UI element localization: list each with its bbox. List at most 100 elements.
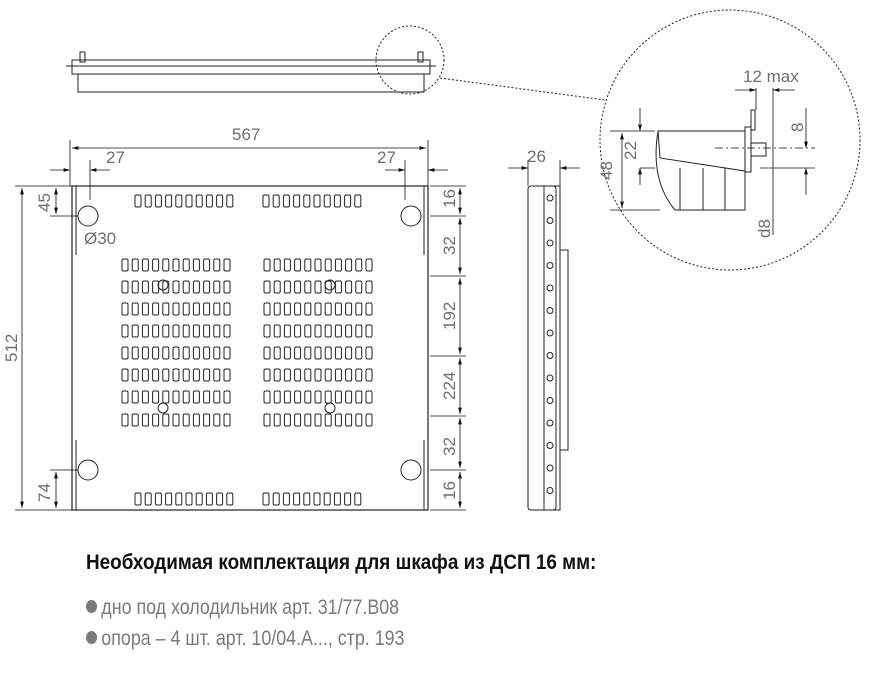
- vent-slot: [121, 280, 129, 294]
- vent-slot: [293, 492, 301, 506]
- vent-slot: [134, 492, 142, 506]
- vent-slot: [223, 390, 231, 404]
- vent-slot: [324, 324, 332, 338]
- requirement-text: опора – 4 шт. арт. 10/04.A..., стр. 193: [101, 627, 405, 650]
- vent-slot: [283, 324, 291, 338]
- vent-slot: [203, 302, 211, 316]
- vent-slot: [354, 492, 362, 506]
- dim-224: 224: [440, 372, 459, 400]
- vent-slot: [262, 194, 270, 208]
- fixing-hole: [324, 279, 336, 291]
- vent-slot: [365, 258, 373, 272]
- vent-slot: [345, 324, 353, 338]
- vent-slot: [162, 346, 170, 360]
- vent-slot: [182, 413, 190, 427]
- vent-slot: [334, 346, 342, 360]
- vent-slot: [263, 390, 271, 404]
- requirement-item: дно под холодильник арт. 31/77.B08: [86, 596, 399, 620]
- side-peg: [546, 374, 554, 382]
- vent-slot: [121, 368, 129, 382]
- vent-slot: [131, 368, 139, 382]
- vent-slot: [273, 302, 281, 316]
- vent-slot: [283, 413, 291, 427]
- vent-slot: [131, 258, 139, 272]
- vent-slot: [263, 368, 271, 382]
- vent-slot: [165, 492, 173, 506]
- top-view: [66, 51, 436, 93]
- vent-slot: [294, 390, 302, 404]
- vent-slot: [131, 413, 139, 427]
- vent-slot: [216, 492, 224, 506]
- vent-slot: [205, 194, 213, 208]
- vent-slot: [203, 368, 211, 382]
- vent-slot: [314, 258, 322, 272]
- vent-slot: [263, 258, 271, 272]
- vent-slot: [334, 280, 342, 294]
- requirement-item: опора – 4 шт. арт. 10/04.A..., стр. 193: [86, 627, 404, 651]
- vent-slot: [172, 258, 180, 272]
- vent-slot: [324, 302, 332, 316]
- dim-27-left: 27: [106, 148, 125, 167]
- vent-slot: [162, 413, 170, 427]
- side-peg: [546, 464, 554, 472]
- dim-567: 567: [232, 125, 260, 144]
- vent-slot: [223, 258, 231, 272]
- vent-slot: [262, 492, 270, 506]
- vent-slot: [226, 194, 234, 208]
- vent-slot: [121, 258, 129, 272]
- vent-slot: [345, 390, 353, 404]
- vent-slot: [263, 413, 271, 427]
- vent-slot: [345, 346, 353, 360]
- vent-slot: [192, 324, 200, 338]
- vent-slot: [152, 368, 160, 382]
- vent-slot: [324, 368, 332, 382]
- vent-slot: [273, 324, 281, 338]
- vent-slot: [314, 368, 322, 382]
- vent-slot: [345, 413, 353, 427]
- vent-slot: [141, 346, 149, 360]
- dim-32-top: 32: [440, 236, 459, 255]
- vent-slot: [192, 413, 200, 427]
- vent-slot: [272, 492, 280, 506]
- vent-slot: [213, 302, 221, 316]
- vent-slot: [141, 324, 149, 338]
- vent-slot: [152, 258, 160, 272]
- vent-slot: [213, 280, 221, 294]
- vent-slot: [172, 280, 180, 294]
- vent-slot: [182, 324, 190, 338]
- detail-dim-12max: 12 max: [743, 67, 799, 86]
- vent-slot: [172, 346, 180, 360]
- vent-slot: [294, 368, 302, 382]
- bullet-icon: [86, 600, 98, 613]
- vent-slot: [345, 258, 353, 272]
- vent-slot: [263, 324, 271, 338]
- vent-slot: [272, 194, 280, 208]
- vent-slot: [121, 324, 129, 338]
- vent-slot: [223, 280, 231, 294]
- side-peg: [546, 217, 554, 224]
- vent-slot: [182, 302, 190, 316]
- vent-slot: [355, 413, 363, 427]
- vent-slot: [323, 194, 331, 208]
- vent-slot: [282, 194, 290, 208]
- vent-slot: [192, 258, 200, 272]
- vent-slot: [304, 413, 312, 427]
- vent-slot: [192, 390, 200, 404]
- vent-slot: [334, 413, 342, 427]
- vent-slot: [314, 413, 322, 427]
- vent-slot: [141, 302, 149, 316]
- vent-slot: [192, 368, 200, 382]
- vent-slot: [365, 280, 373, 294]
- vent-slot: [213, 368, 221, 382]
- side-peg: [546, 419, 554, 427]
- front-view-plate: [71, 185, 429, 511]
- detail-dim-22: 22: [621, 141, 640, 160]
- vent-slot: [223, 346, 231, 360]
- vent-slot: [273, 368, 281, 382]
- vent-slot: [344, 194, 352, 208]
- vent-slot: [172, 413, 180, 427]
- vent-slot: [162, 368, 170, 382]
- vent-slot: [203, 258, 211, 272]
- vent-slot: [192, 302, 200, 316]
- vent-slot: [121, 302, 129, 316]
